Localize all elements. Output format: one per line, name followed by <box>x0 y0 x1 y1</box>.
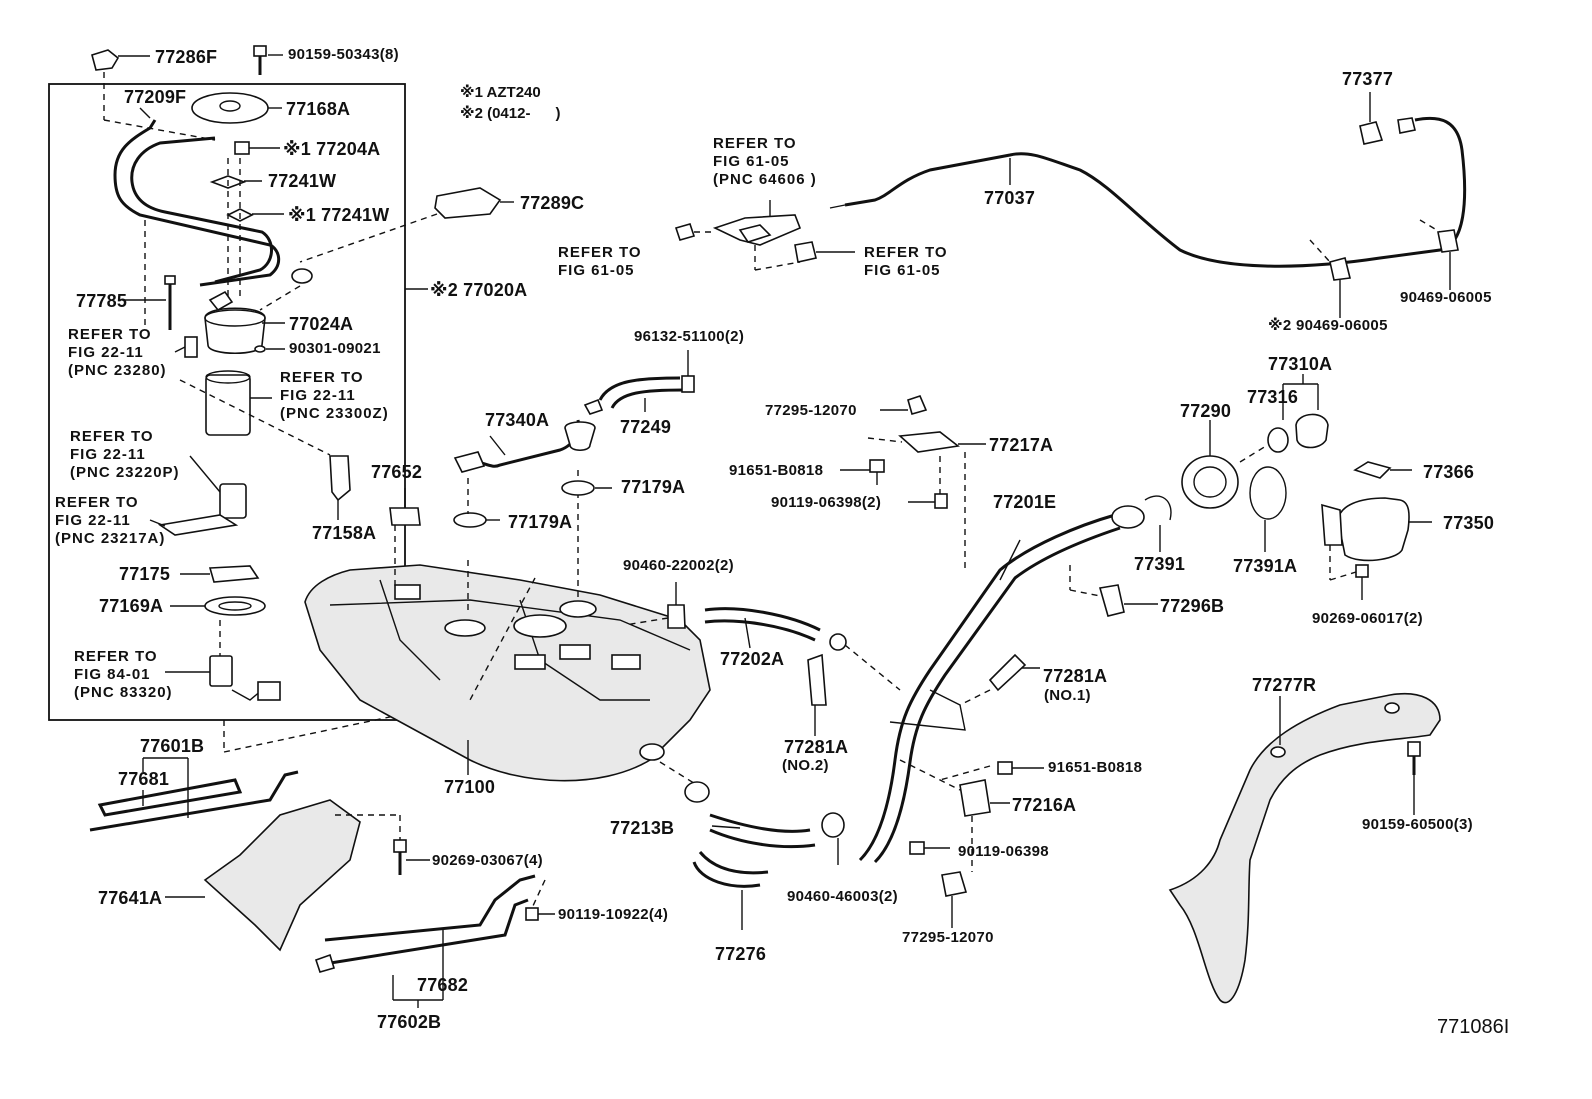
label-77241W-a: 77241W <box>268 171 337 191</box>
label-77209F: 77209F <box>124 87 187 107</box>
ref-fig-61-05-left: REFER TO FIG 61-05 <box>558 244 642 279</box>
label-90301-09021: 90301-09021 <box>289 340 381 357</box>
label-90119-10922: 90119-10922(4) <box>558 906 669 923</box>
label-77289C: 77289C <box>520 193 585 213</box>
label-77295-12070-a: 77295-12070 <box>765 402 857 419</box>
ref-pnc-23300Z: REFER TO FIG 22-11 (PNC 23300Z) <box>280 369 389 422</box>
label-77204A: ※1 77204A <box>283 139 381 159</box>
diagram-code: 771086I <box>1437 1016 1510 1038</box>
label-77290: 77290 <box>1180 401 1232 421</box>
label-90269-03067: 90269-03067(4) <box>432 852 543 869</box>
label-77366: 77366 <box>1423 462 1475 482</box>
note-1: ※1 AZT240 <box>460 84 541 101</box>
label-77785: 77785 <box>76 291 128 311</box>
label-77281A-no2: 77281A <box>784 737 849 757</box>
label-91651-B0818-a: 91651-B0818 <box>729 462 824 479</box>
ref-pnc-23280: REFER TO FIG 22-11 (PNC 23280) <box>68 326 167 379</box>
label-77276: 77276 <box>715 944 767 964</box>
label-77100: 77100 <box>444 777 496 797</box>
label-96132-51100: 96132-51100(2) <box>634 328 745 345</box>
label-90159-60500: 90159-60500(3) <box>1362 816 1473 833</box>
label-90469-06005-b: ※2 90469-06005 <box>1268 317 1388 334</box>
label-77158A: 77158A <box>312 523 377 543</box>
pump-assembly-box <box>48 83 406 721</box>
label-77316: 77316 <box>1247 387 1299 407</box>
label-90159-50343: 90159-50343(8) <box>288 46 399 63</box>
label-77295-12070-b: 77295-12070 <box>902 929 994 946</box>
tank-stay <box>203 799 361 952</box>
label-77175: 77175 <box>119 564 171 584</box>
label-77281A-no2-sub: (NO.2) <box>782 757 829 774</box>
label-77281A-no1: 77281A <box>1043 666 1108 686</box>
label-77277R: 77277R <box>1252 675 1317 695</box>
label-77249: 77249 <box>620 417 672 437</box>
label-77241W-b: ※1 77241W <box>288 205 390 225</box>
label-91651-B0818-b: 91651-B0818 <box>1048 759 1143 776</box>
label-77681: 77681 <box>118 769 170 789</box>
label-90119-06398-2: 90119-06398(2) <box>771 494 882 511</box>
label-77391A: 77391A <box>1233 556 1298 576</box>
label-77179A-b: 77179A <box>508 512 573 532</box>
label-77391: 77391 <box>1134 554 1186 574</box>
ref-fig-61-05-right: REFER TO FIG 61-05 <box>864 244 948 279</box>
label-77213B: 77213B <box>610 818 675 838</box>
label-77377: 77377 <box>1342 69 1394 89</box>
label-77020A: ※2 77020A <box>430 280 528 300</box>
label-77202A: 77202A <box>720 649 785 669</box>
ref-pnc-23220P: REFER TO FIG 22-11 (PNC 23220P) <box>70 428 180 481</box>
label-77682: 77682 <box>417 975 469 995</box>
ref-pnc-64606: REFER TO FIG 61-05 (PNC 64606 ) <box>713 135 817 188</box>
label-77217A: 77217A <box>989 435 1054 455</box>
label-90460-46003: 90460-46003(2) <box>787 888 898 905</box>
label-77281A-no1-sub: (NO.1) <box>1044 687 1091 704</box>
label-77601B: 77601B <box>140 736 205 756</box>
label-77216A: 77216A <box>1012 795 1077 815</box>
label-77024A: 77024A <box>289 314 354 334</box>
note-2: ※2 (0412- ) <box>460 105 561 122</box>
label-77340A: 77340A <box>485 410 550 430</box>
label-90460-22002: 90460-22002(2) <box>623 557 734 574</box>
label-77602B: 77602B <box>377 1012 442 1032</box>
label-77641A: 77641A <box>98 888 163 908</box>
label-90269-06017: 90269-06017(2) <box>1312 610 1423 627</box>
inner-wheel-liner <box>1168 693 1441 1004</box>
label-77652: 77652 <box>371 462 423 482</box>
label-90119-06398: 90119-06398 <box>958 843 1049 860</box>
ref-pnc-83320: REFER TO FIG 84-01 (PNC 83320) <box>74 648 173 701</box>
label-77310A: 77310A <box>1268 354 1333 374</box>
label-77350: 77350 <box>1443 513 1495 533</box>
label-77169A: 77169A <box>99 596 164 616</box>
label-77201E: 77201E <box>993 492 1057 512</box>
label-77037: 77037 <box>984 188 1036 208</box>
label-77296B: 77296B <box>1160 596 1225 616</box>
ref-pnc-23217A: REFER TO FIG 22-11 (PNC 23217A) <box>55 494 166 547</box>
label-90469-06005-a: 90469-06005 <box>1400 289 1492 306</box>
label-77179A-a: 77179A <box>621 477 686 497</box>
label-77168A: 77168A <box>286 99 351 119</box>
label-77286F: 77286F <box>155 47 218 67</box>
